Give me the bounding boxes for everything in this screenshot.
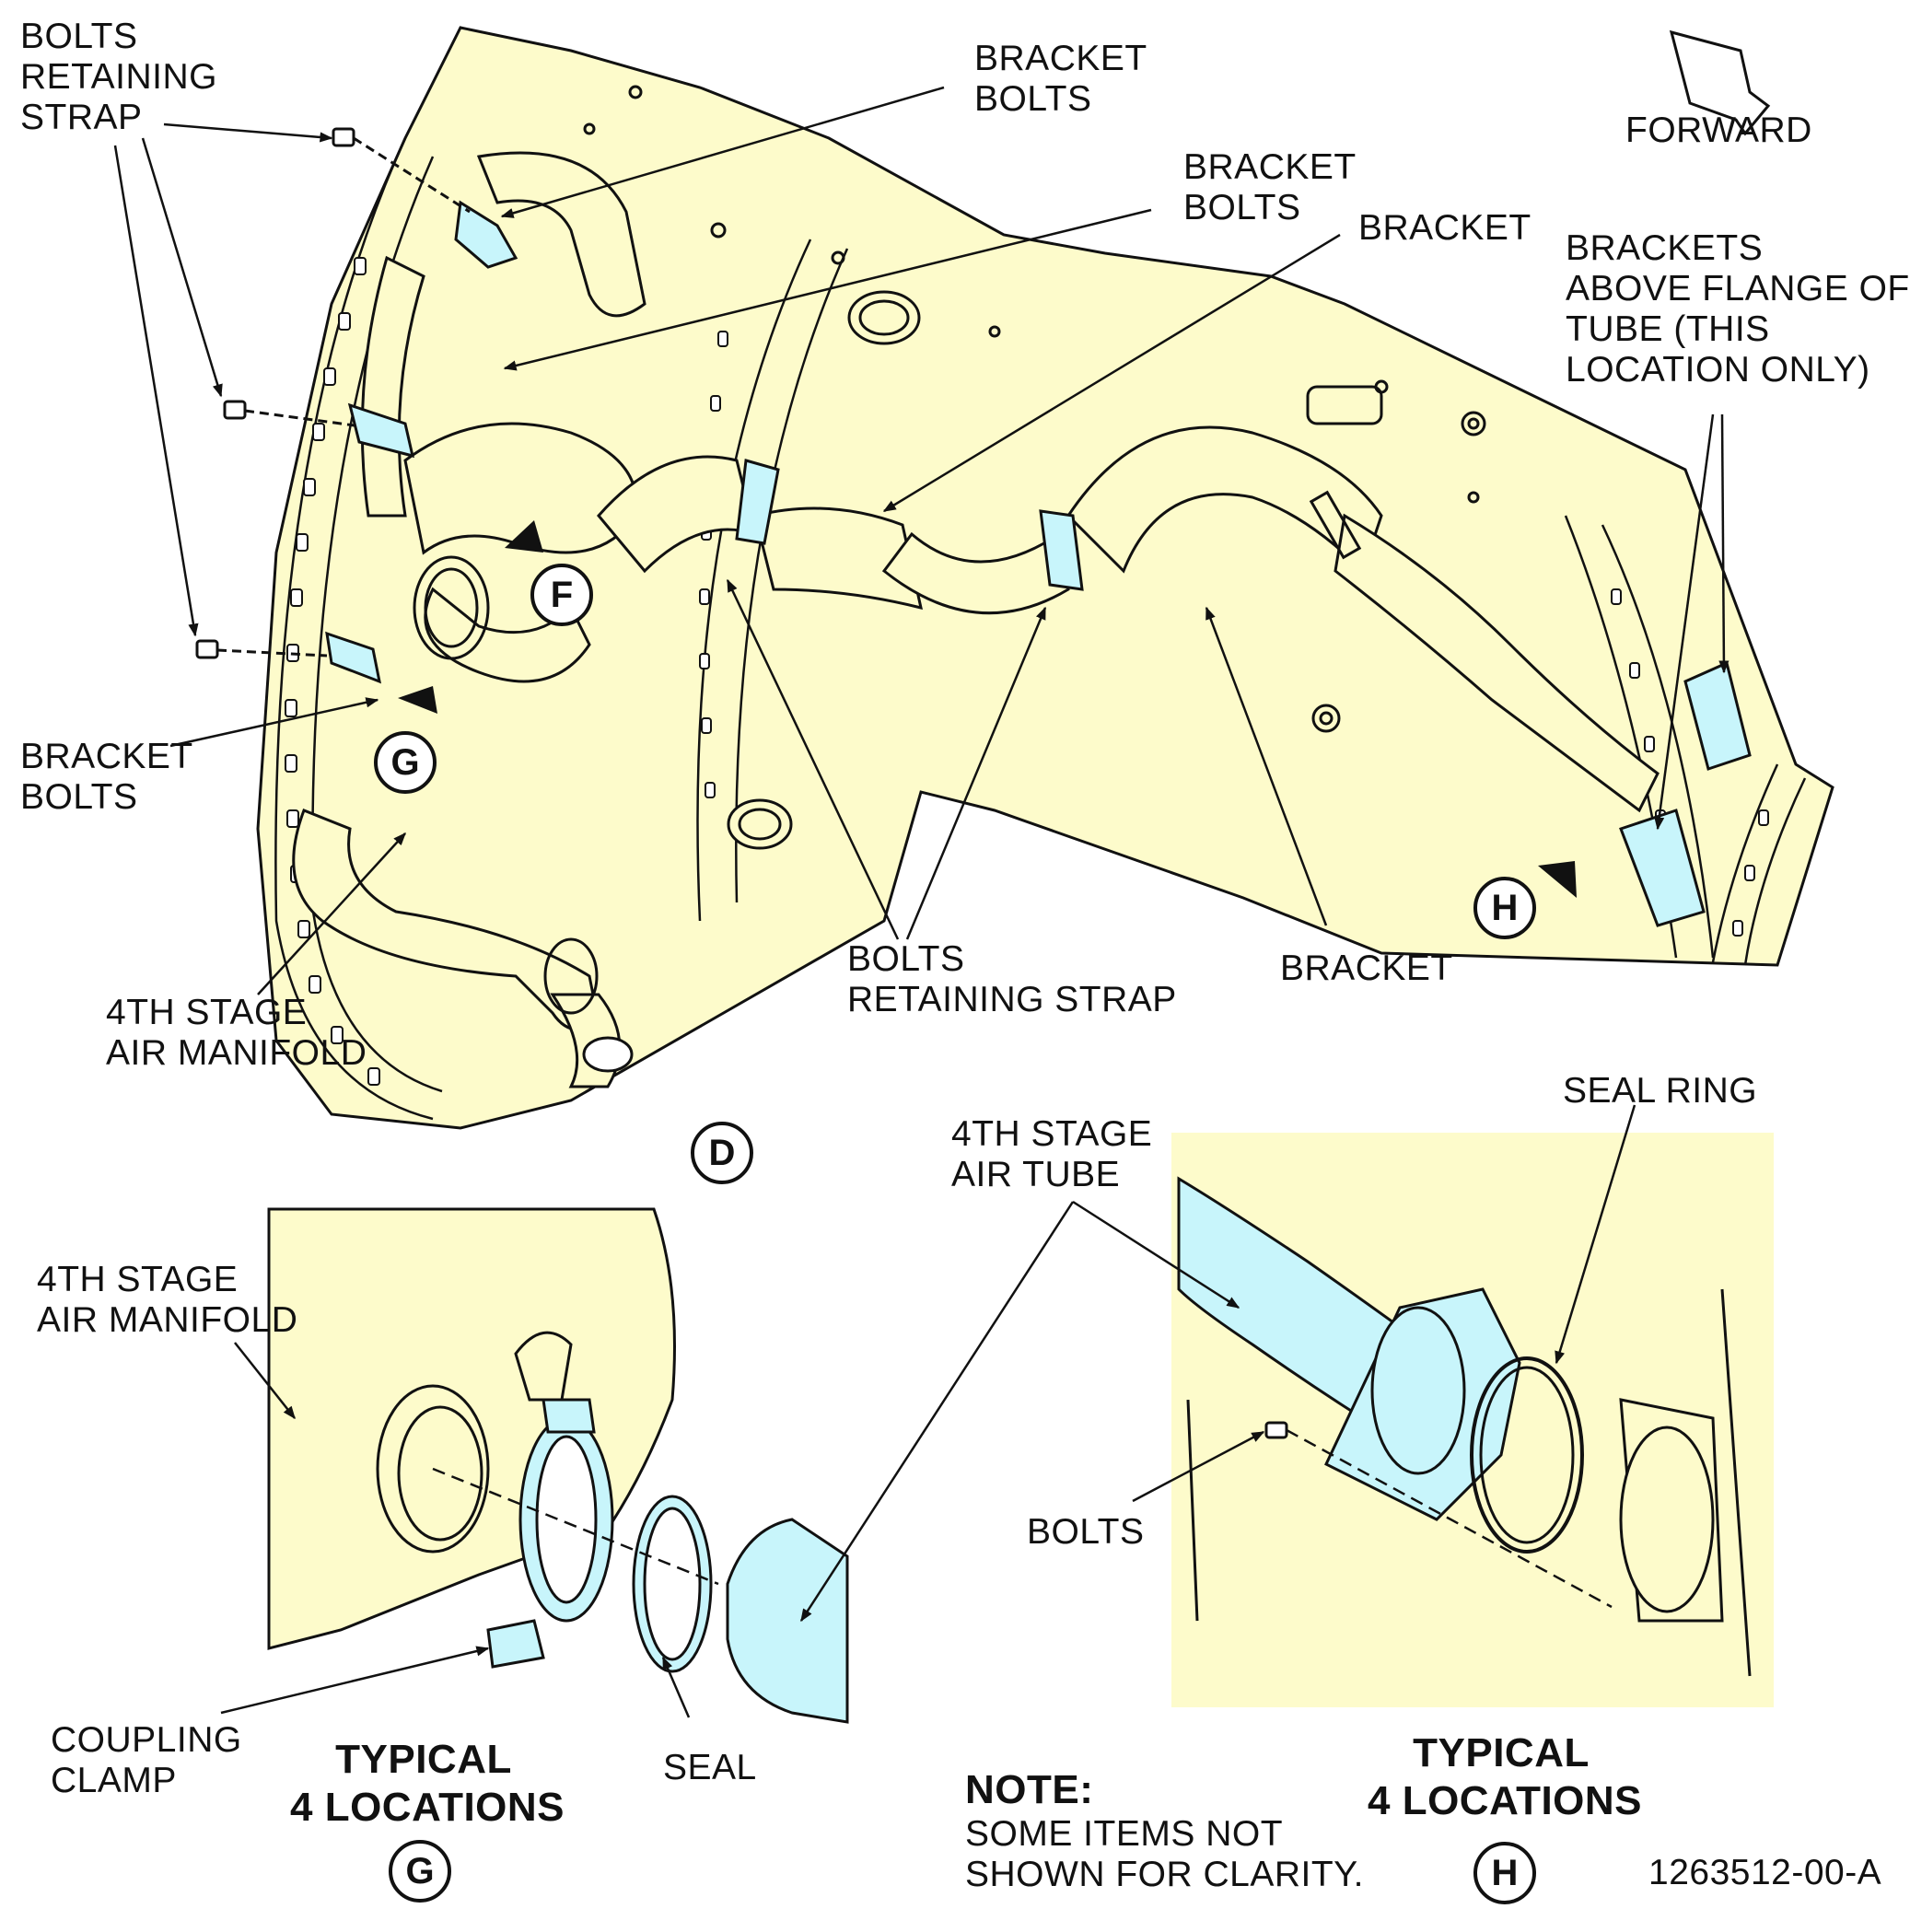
view-arrows — [398, 520, 1577, 898]
label-bracket-bottom: BRACKET — [1280, 949, 1453, 988]
label-seal: SEAL — [663, 1748, 757, 1787]
callout-h-detail: H — [1473, 1842, 1536, 1904]
retaining-bolts — [195, 127, 471, 659]
label-bolts-retaining-strap-top: BOLTS RETAINING STRAP — [20, 17, 217, 137]
callout-g: G — [374, 731, 437, 794]
main-clamps — [413, 85, 1486, 1073]
highlighted-straps — [325, 200, 1752, 927]
callout-f: F — [530, 564, 593, 626]
label-bracket-bolts-2: BRACKET BOLTS — [1183, 147, 1357, 227]
callout-d: D — [691, 1122, 753, 1184]
leader-lines — [113, 86, 1729, 1718]
note-title: NOTE: — [965, 1767, 1094, 1812]
label-forward: FORWARD — [1625, 111, 1812, 150]
flange-rings — [274, 137, 1807, 1121]
label-typical-g: TYPICAL 4 LOCATIONS — [290, 1737, 565, 1830]
label-brackets-above-flange: BRACKETS ABOVE FLANGE OF TUBE (THIS LOCA… — [1566, 228, 1910, 390]
label-manifold-detail: 4TH STAGE AIR MANIFOLD — [37, 1260, 298, 1340]
label-seal-ring: SEAL RING — [1563, 1071, 1758, 1111]
detail-g-parts — [376, 1331, 849, 1724]
label-manifold-main: 4TH STAGE AIR MANIFOLD — [106, 993, 367, 1073]
label-coupling-clamp: COUPLING CLAMP — [51, 1720, 242, 1800]
label-air-tube: 4TH STAGE AIR TUBE — [951, 1114, 1153, 1194]
label-bolts-retaining-strap-mid: BOLTS RETAINING STRAP — [847, 939, 1177, 1019]
engine-diagram — [113, 26, 1834, 1724]
callout-g-detail: G — [389, 1840, 451, 1903]
label-bracket-bolts-left: BRACKET BOLTS — [20, 737, 193, 817]
note-text: SOME ITEMS NOT SHOWN FOR CLARITY. — [965, 1814, 1364, 1894]
label-bracket-bolts-1: BRACKET BOLTS — [974, 39, 1147, 119]
label-typical-h: TYPICAL 4 LOCATIONS — [1368, 1730, 1643, 1823]
label-bolts-detail: BOLTS — [1027, 1512, 1145, 1552]
forward-arrow-icon — [1669, 29, 1771, 136]
air-manifold-tubes — [292, 151, 1660, 1088]
callout-h: H — [1473, 877, 1536, 939]
figure-id: 1263512-00-A — [1648, 1853, 1882, 1892]
detail-h-parts — [1177, 1176, 1752, 1677]
label-bracket-top: BRACKET — [1358, 208, 1531, 248]
